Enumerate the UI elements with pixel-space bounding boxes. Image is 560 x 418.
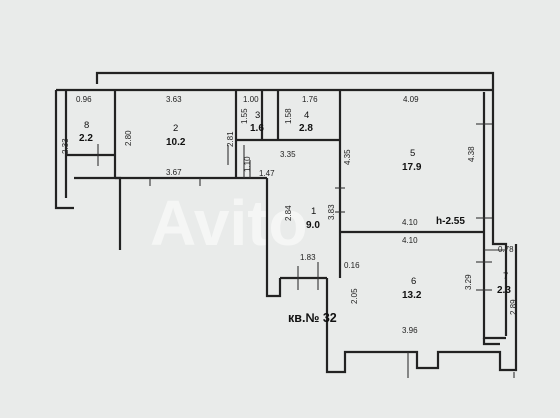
dim-2-81: 2.81 (226, 131, 235, 147)
dim-1-47: 1.47 (259, 169, 275, 178)
room-8-number: 8 (84, 120, 89, 131)
dim-3-67: 3.67 (166, 168, 182, 177)
room-1-area: 9.0 (306, 220, 320, 231)
dim-2-89: 2.89 (509, 299, 518, 315)
room-1-number: 1 (311, 206, 316, 217)
openings (97, 123, 515, 378)
dimension-labels: 0.96 3.63 1.00 1.76 4.09 3.35 3.67 1.47 … (76, 95, 514, 335)
room-5-number: 5 (410, 148, 415, 159)
room-2-number: 2 (173, 123, 178, 134)
dim-4-10-upper: 4.10 (402, 218, 418, 227)
room-labels: 8 2.2 2 10.2 3 1.6 4 2.8 5 17.9 1 9.0 6 … (79, 110, 511, 325)
apartment-label: кв.№ 32 (288, 311, 337, 325)
dim-1-83: 1.83 (300, 253, 316, 262)
watermark: Avito (150, 187, 308, 259)
dim-4-35: 4.35 (343, 149, 352, 165)
room-8-area: 2.2 (79, 133, 93, 144)
dim-1-58: 1.58 (284, 108, 293, 124)
dim-1-76: 1.76 (302, 95, 318, 104)
dim-0-78: 0.78 (498, 245, 514, 254)
dim-2-05: 2.05 (350, 288, 359, 304)
room-6-area: 13.2 (402, 290, 422, 301)
dim-3-96: 3.96 (402, 326, 418, 335)
dim-1-00: 1.00 (243, 95, 259, 104)
dim-2-84: 2.84 (284, 205, 293, 221)
dim-3-83: 3.83 (327, 204, 336, 220)
ceiling-height: h-2.55 (436, 216, 465, 227)
room-2-area: 10.2 (166, 137, 186, 148)
room-3-number: 3 (255, 110, 260, 121)
dim-3-63: 3.63 (166, 95, 182, 104)
interior-walls (66, 90, 506, 280)
exterior-walls (54, 71, 518, 374)
dim-0-96: 0.96 (76, 95, 92, 104)
dim-1-10: 1.10 (243, 156, 252, 172)
dim-0-16: 0.16 (344, 261, 360, 270)
dim-1-55: 1.55 (240, 108, 249, 124)
room-4-area: 2.8 (299, 123, 313, 134)
vertical-dimension-labels: 2.80 2.81 1.55 1.58 2.33 1.10 4.35 4.38 … (61, 108, 518, 315)
dim-2-33: 2.33 (61, 138, 70, 154)
room-3-area: 1.6 (250, 123, 264, 134)
dim-4-10-lower: 4.10 (402, 236, 418, 245)
dim-3-35: 3.35 (280, 150, 296, 159)
room-6-number: 6 (411, 276, 416, 287)
dim-3-29: 3.29 (464, 274, 473, 290)
dim-4-38: 4.38 (467, 146, 476, 162)
dim-2-80: 2.80 (124, 130, 133, 146)
dim-4-09: 4.09 (403, 95, 419, 104)
room-7-number: 7 (503, 271, 508, 282)
room-7-area: 2.3 (497, 285, 511, 296)
room-4-number: 4 (304, 110, 309, 121)
room-5-area: 17.9 (402, 162, 422, 173)
